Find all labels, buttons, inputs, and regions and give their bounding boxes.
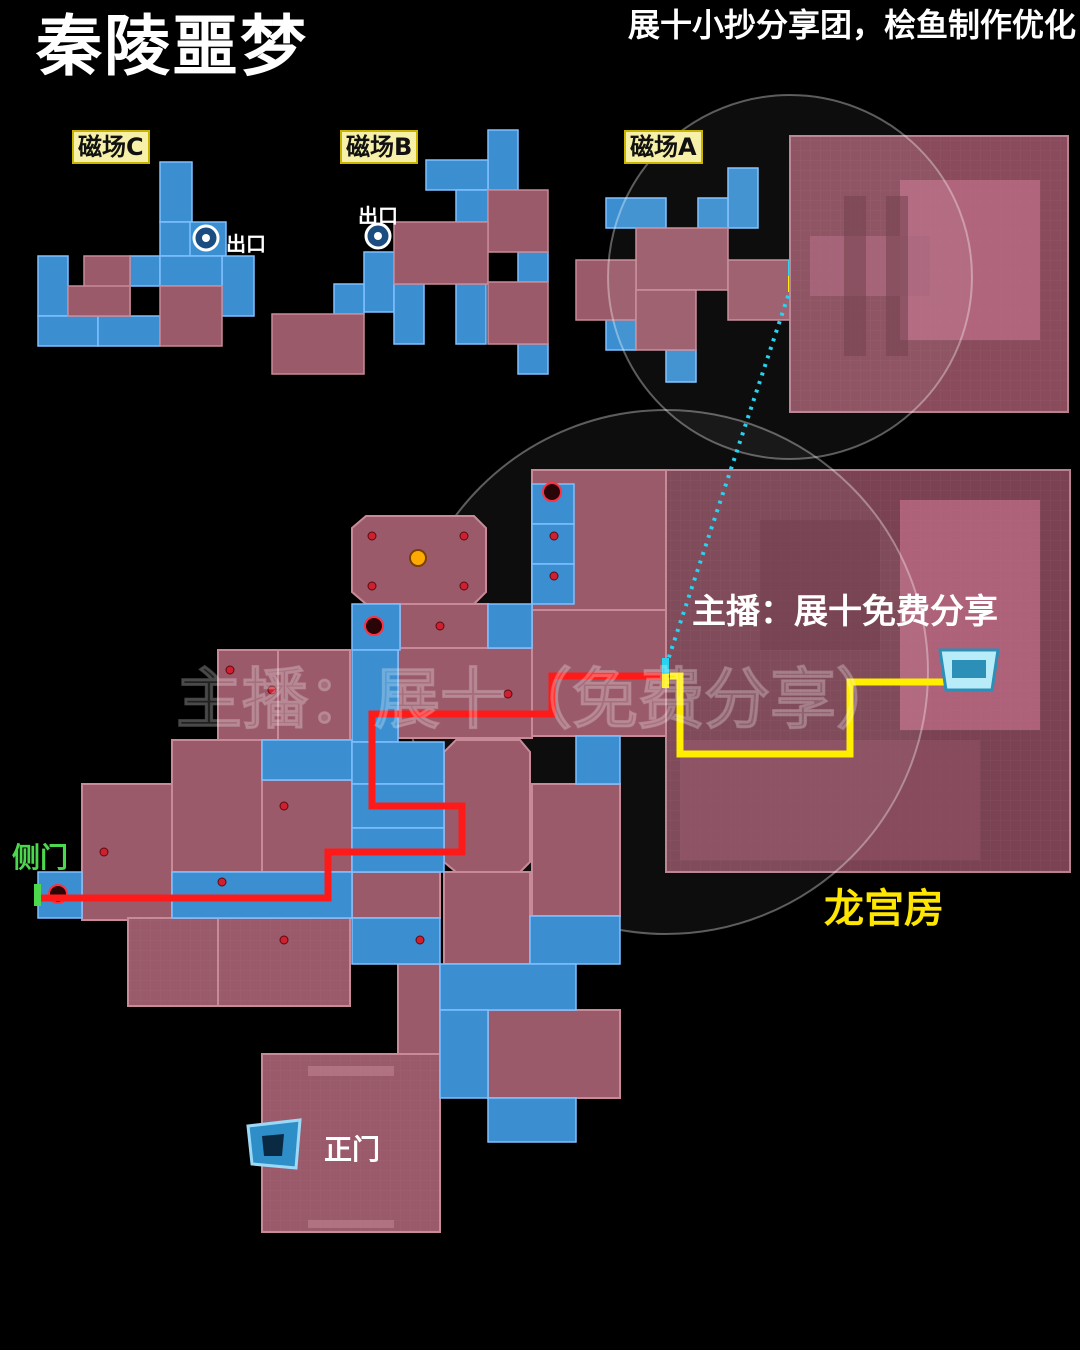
gate-cyan xyxy=(662,658,669,674)
route-red xyxy=(38,672,666,902)
field-b-map xyxy=(271,129,549,375)
credit-text: 展十小抄分享团，桧鱼制作优化 xyxy=(627,6,1076,44)
field-c-label: 磁场C xyxy=(72,130,150,165)
field-c-map xyxy=(37,161,255,347)
route-yellow xyxy=(670,672,948,758)
gate-yellow xyxy=(662,674,669,688)
field-b-exit-label: 出口 xyxy=(358,204,398,228)
dragon-palace-room xyxy=(665,469,1071,873)
route-cyan-dotted xyxy=(664,289,792,667)
zoom-circle-top xyxy=(607,94,973,460)
treasure-chest-icon xyxy=(938,648,1000,692)
field-b-label: 磁场B xyxy=(340,130,419,165)
field-a-palace-room xyxy=(789,135,1069,413)
page-title: 秦陵噩梦 xyxy=(36,8,308,85)
field-a-map xyxy=(575,167,794,383)
treasure-chest-icon xyxy=(409,549,427,567)
spawn-markers xyxy=(99,531,559,945)
dragon-palace-label: 龙宫房 xyxy=(824,886,944,932)
field-c-exit-label: 出口 xyxy=(226,232,266,256)
front-door-label: 正门 xyxy=(324,1133,381,1166)
side-door-label: 侧门 xyxy=(12,841,69,874)
streamer-label: 主播：展十免费分享 xyxy=(692,592,998,632)
exit-portal-icon xyxy=(192,222,392,252)
side-door-marker xyxy=(34,884,41,906)
watermark-text: 主播：展十（免费分享） xyxy=(176,661,903,739)
main-dungeon-map xyxy=(37,469,667,1233)
entrance-door-icon xyxy=(246,1118,302,1170)
field-a-label: 磁场A xyxy=(624,130,703,165)
